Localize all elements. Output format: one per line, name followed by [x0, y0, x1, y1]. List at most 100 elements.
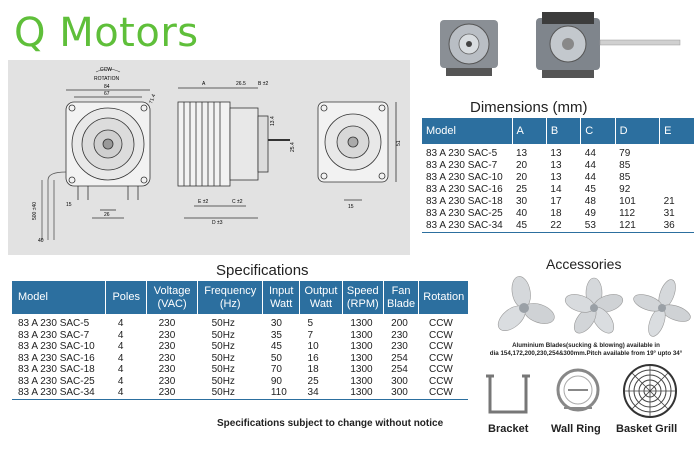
dim-header-a: A	[512, 118, 547, 144]
wall-ring-icon	[556, 368, 600, 412]
cell	[660, 172, 694, 184]
spec-header-frequency: Frequency(Hz)	[197, 281, 264, 314]
cell: 4	[117, 318, 124, 329]
cell: 83 A 230 SAC-7	[426, 160, 498, 171]
cell: 13	[550, 148, 562, 159]
wall-ring-label: Wall Ring	[551, 423, 601, 435]
header-line: Model	[18, 291, 48, 303]
cell: 44	[584, 148, 596, 159]
label-15: 15	[66, 202, 72, 208]
label-15b: 15	[348, 204, 354, 210]
header-line: Input	[268, 284, 294, 297]
cell: CCW	[428, 329, 453, 341]
cell: 79	[619, 148, 631, 159]
specifications-title: Specifications	[216, 262, 309, 279]
cell: 101	[619, 196, 636, 207]
cell: 45	[516, 220, 528, 231]
cell: 254	[391, 352, 408, 364]
cell: 16	[307, 352, 319, 364]
cell: 50Hz	[211, 352, 235, 364]
bracket-label: Bracket	[488, 423, 529, 435]
header-line: Blade	[387, 297, 416, 310]
front-view	[41, 89, 151, 240]
cell: 300	[391, 375, 408, 387]
cell	[660, 144, 694, 160]
cell: 85	[619, 172, 631, 183]
technical-drawing: CCW ROTATION 84 67 71.4 26 15 500 ±40 40…	[8, 60, 410, 255]
cell: 53	[584, 220, 596, 231]
cell: 44	[584, 160, 596, 171]
fan-blade-icon	[497, 276, 555, 331]
spec-header-voltage: Voltage(VAC)	[146, 281, 199, 314]
cell: 1300	[350, 375, 373, 387]
cell: 4	[117, 387, 124, 398]
cell: CCW	[428, 318, 453, 329]
label-rotation: ROTATION	[94, 76, 119, 82]
dim-header-b: B	[546, 118, 582, 144]
specifications-note: Specifications subject to change without…	[217, 418, 444, 429]
cell: 1300	[350, 352, 373, 364]
rear-view	[317, 101, 397, 201]
accessories-note-line2: dia 154,172,200,230,254&300mm.Pitch avai…	[489, 350, 683, 357]
motor-photos	[440, 12, 681, 78]
bracket-icon	[486, 374, 530, 414]
cell: 18	[307, 364, 319, 375]
cell: 230	[391, 341, 408, 352]
label-84: 84	[104, 84, 110, 90]
header-line: Frequency	[204, 284, 257, 297]
basket-grill-icon	[623, 364, 677, 418]
cell: 4	[117, 352, 124, 364]
cell: 83 A 230 SAC-18	[426, 196, 503, 207]
cell: 1300	[350, 329, 373, 341]
cell: 50Hz	[211, 364, 235, 375]
header-line: Voltage	[153, 284, 191, 297]
cell: 1300	[350, 318, 373, 329]
label-26-5: 26.5	[236, 81, 246, 87]
cell: 83 A 230 SAC-34	[426, 220, 503, 231]
header-line: Watt	[270, 297, 293, 310]
dim-header-model: Model	[422, 118, 513, 144]
label-a: A	[202, 81, 206, 87]
cell: 50Hz	[211, 329, 235, 341]
cell: 48	[584, 196, 596, 207]
cell: 36	[663, 220, 675, 231]
cell: 230	[158, 364, 176, 375]
spec-header-model: Model	[12, 281, 107, 314]
cell: 31	[663, 208, 675, 219]
cell: 44	[584, 172, 596, 183]
cell: 5	[307, 318, 314, 329]
label-c: C ±2	[232, 199, 243, 205]
cell: CCW	[428, 387, 453, 398]
cell: 50	[270, 352, 282, 364]
header-line: Watt	[309, 297, 333, 310]
cell: 230	[158, 329, 176, 341]
cell: 200	[391, 318, 408, 329]
cell: 45	[270, 341, 282, 352]
header-line: (RPM)	[346, 297, 379, 310]
cell: CCW	[428, 341, 453, 352]
cell: 230	[158, 352, 176, 364]
dim-header-e: E	[659, 118, 694, 144]
dim-header-c: C	[580, 118, 616, 144]
cell: 83 A 230 SAC-5	[18, 318, 90, 329]
motor-photo-shaft	[536, 12, 681, 78]
cell: CCW	[428, 375, 453, 387]
cell: 83 A 230 SAC-18	[18, 364, 95, 375]
cell: 83 A 230 SAC-10	[18, 341, 95, 352]
cell: 83 A 230 SAC-16	[426, 184, 503, 195]
cell: 1300	[350, 341, 373, 352]
cell: 83 A 230 SAC-16	[18, 352, 95, 364]
header-line: (VAC)	[157, 297, 187, 310]
cell: 7	[307, 329, 314, 341]
cell: 83 A 230 SAC-7	[18, 329, 90, 341]
cell: 14	[550, 184, 562, 195]
cell: 50Hz	[211, 387, 235, 398]
cell: 50Hz	[211, 341, 235, 352]
